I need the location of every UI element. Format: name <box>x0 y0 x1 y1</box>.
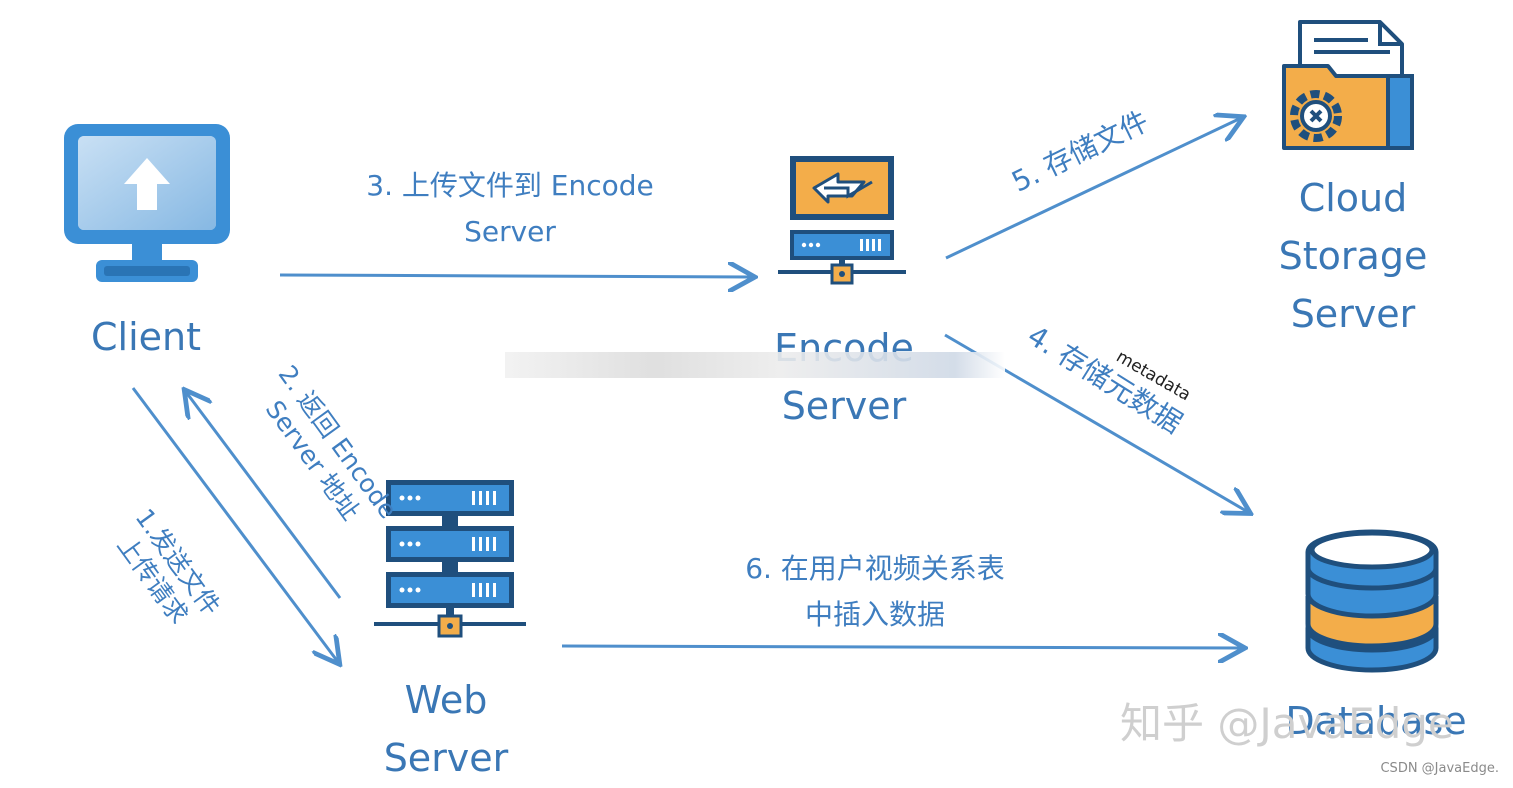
csdn-credit: CSDN @JavaEdge. <box>1380 761 1499 776</box>
watermark: 知乎 @JavaEdge <box>1120 699 1454 748</box>
database-icon <box>1305 529 1439 673</box>
arrow-6-web-to-database <box>561 646 1242 648</box>
client-label: Client <box>90 315 201 359</box>
arrow-3-client-to-encode <box>279 275 752 277</box>
step-6-label: 6. 在用户视频关系表 中插入数据 <box>745 552 1005 632</box>
web-server-label: Web Server <box>383 678 509 780</box>
arrow-2-web-to-client <box>186 392 342 599</box>
blurred-overlay-band <box>505 352 1005 378</box>
encode-server-icon <box>778 156 906 285</box>
cloud-storage-folder-icon <box>1282 20 1414 150</box>
client-monitor-icon <box>64 124 230 282</box>
web-server-rack-icon <box>374 480 526 638</box>
arrow-5-encode-to-cloud <box>945 118 1241 260</box>
cloud-storage-server-label: Cloud Storage Server <box>1278 176 1428 336</box>
arrow-1-client-to-web <box>131 387 338 662</box>
database-label: Database <box>1285 699 1467 743</box>
step-3-label: 3. 上传文件到 Encode Server <box>366 169 654 249</box>
